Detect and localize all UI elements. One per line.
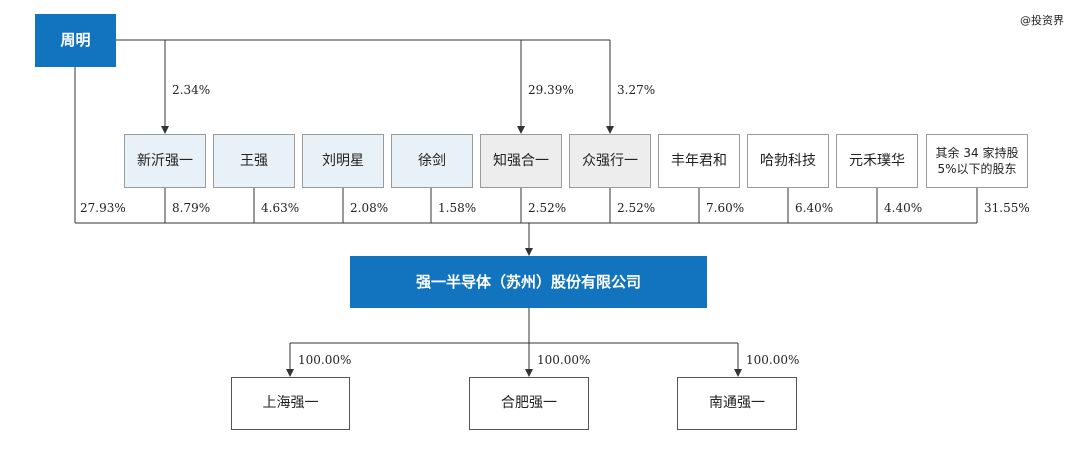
subsidiary-box: 南通强一 [677, 377, 797, 430]
shareholder-box: 知强合一 [480, 134, 562, 188]
subsidiary-name: 上海强一 [262, 395, 319, 412]
watermark: @投资界 [1020, 14, 1064, 27]
shareholder-name: 王强 [240, 152, 268, 169]
zhouming-to-zhiqiang-pct: 29.39% [528, 83, 574, 97]
shareholder-pct: 2.08% [350, 201, 389, 215]
subsidiary-box: 上海强一 [231, 377, 350, 430]
shareholder-name: 知强合一 [493, 152, 549, 169]
zhouming-to-zhongqiang-pct: 3.27% [617, 83, 656, 97]
shareholder-box: 其余 34 家持股 5%以下的股东 [926, 134, 1028, 188]
subsidiary-name: 南通强一 [709, 395, 765, 412]
shareholder-box: 新沂强一 [124, 134, 206, 188]
shareholder-box: 哈勃科技 [747, 134, 829, 188]
shareholder-pct: 4.40% [884, 201, 923, 215]
shareholder-name-line2: 5%以下的股东 [937, 162, 1017, 176]
subsidiary-name: 合肥强一 [501, 395, 557, 412]
shareholder-box: 元禾璞华 [836, 134, 918, 188]
shareholder-name: 丰年君和 [671, 152, 727, 169]
shareholder-box: 徐剑 [391, 134, 473, 188]
zhouming-label: 周明 [60, 31, 91, 50]
subsidiary-pct: 100.00% [746, 353, 800, 367]
shareholder-pct: 4.63% [261, 201, 300, 215]
zhouming-box: 周明 [35, 14, 116, 67]
shareholder-box: 王强 [213, 134, 295, 188]
shareholder-name: 刘明星 [322, 152, 364, 169]
shareholder-pct: 31.55% [984, 201, 1030, 215]
shareholder-box: 丰年君和 [658, 134, 740, 188]
shareholder-name: 哈勃科技 [760, 152, 816, 169]
shareholder-name: 新沂强一 [137, 152, 193, 169]
shareholder-pct: 2.52% [528, 201, 567, 215]
subsidiary-pct: 100.00% [298, 353, 352, 367]
shareholder-pct: 6.40% [795, 201, 834, 215]
shareholder-name: 徐剑 [418, 152, 446, 169]
zhouming-direct-pct: 27.93% [80, 201, 126, 215]
subsidiary-box: 合肥强一 [469, 377, 589, 430]
shareholder-name: 众强行一 [582, 152, 638, 169]
shareholder-pct: 1.58% [438, 201, 477, 215]
subsidiary-pct: 100.00% [537, 353, 591, 367]
shareholder-pct: 7.60% [706, 201, 745, 215]
shareholder-name-line1: 其余 34 家持股 [935, 145, 1019, 160]
zhouming-to-xinyi-pct: 2.34% [172, 83, 211, 97]
company-box: 强一半导体（苏州）股份有限公司 [350, 256, 707, 308]
shareholder-name: 元禾璞华 [849, 152, 905, 169]
company-name: 强一半导体（苏州）股份有限公司 [415, 272, 641, 291]
shareholder-box: 众强行一 [569, 134, 651, 188]
shareholder-pct: 2.52% [617, 201, 656, 215]
shareholder-box: 刘明星 [302, 134, 384, 188]
shareholder-pct: 8.79% [172, 201, 211, 215]
